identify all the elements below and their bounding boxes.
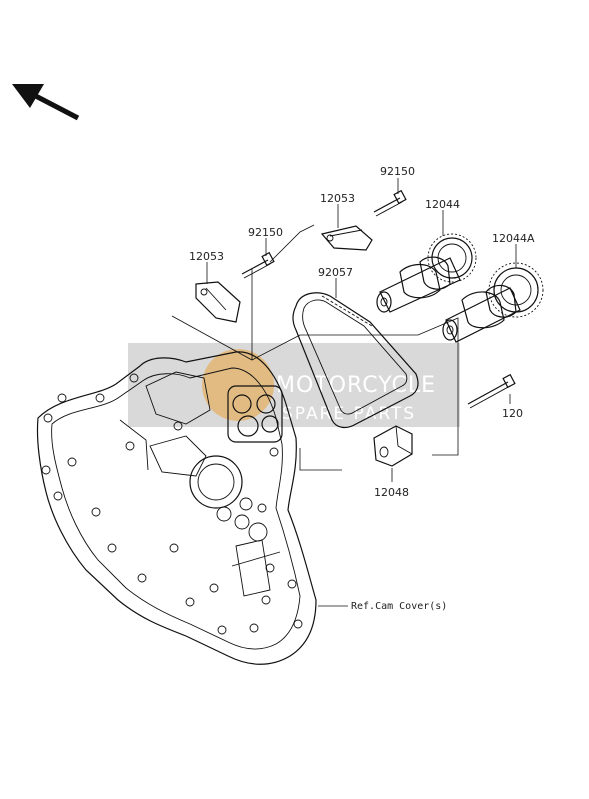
label-92150-top: 92150 [380,165,415,178]
label-12048: 12048 [374,486,409,499]
label-12044A: 12044A [492,232,535,245]
camshaft-12044 [376,233,477,313]
assembly-guide-lines [171,224,459,471]
label-92150-left: 92150 [248,226,283,239]
label-12053-top: 12053 [320,192,355,205]
bolt-120 [467,373,516,409]
bolt-92150-top [373,189,407,217]
part-labels: 92150 12053 12044 12044A 92150 12053 920… [189,165,535,612]
chain-tensioner [373,425,413,467]
chain-guide-left [195,281,241,323]
arrow-icon [12,84,80,121]
label-92057: 92057 [318,266,353,279]
label-120: 120 [502,407,523,420]
chain-guide-top [320,225,373,251]
label-12053-left: 12053 [189,250,224,263]
label-12044: 12044 [425,198,460,211]
leader-lines [206,178,517,607]
reference-note: Ref.Cam Cover(s) [351,601,447,612]
watermark-line1: MOTORCYCLE [276,373,436,398]
cam-chain [292,292,419,429]
bolt-92150-left [241,251,275,279]
cam-cover [36,351,317,665]
watermark: MOTORCYCLE SPARE PARTS [128,343,460,427]
